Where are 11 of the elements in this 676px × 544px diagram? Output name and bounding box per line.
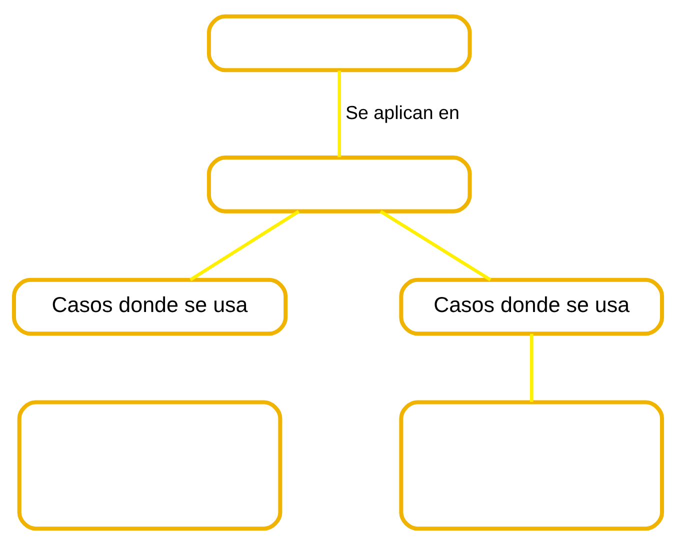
node-box: Casos donde se usa	[399, 277, 664, 336]
connector	[380, 210, 492, 281]
node-box	[206, 14, 472, 72]
connector	[189, 210, 300, 281]
connector	[530, 333, 534, 402]
node-box	[206, 155, 472, 213]
node-box	[17, 400, 282, 530]
connector	[338, 70, 342, 157]
node-box: Casos donde se usa	[12, 277, 288, 336]
edge-label: Se aplican en	[345, 101, 460, 122]
node-box	[399, 400, 664, 530]
